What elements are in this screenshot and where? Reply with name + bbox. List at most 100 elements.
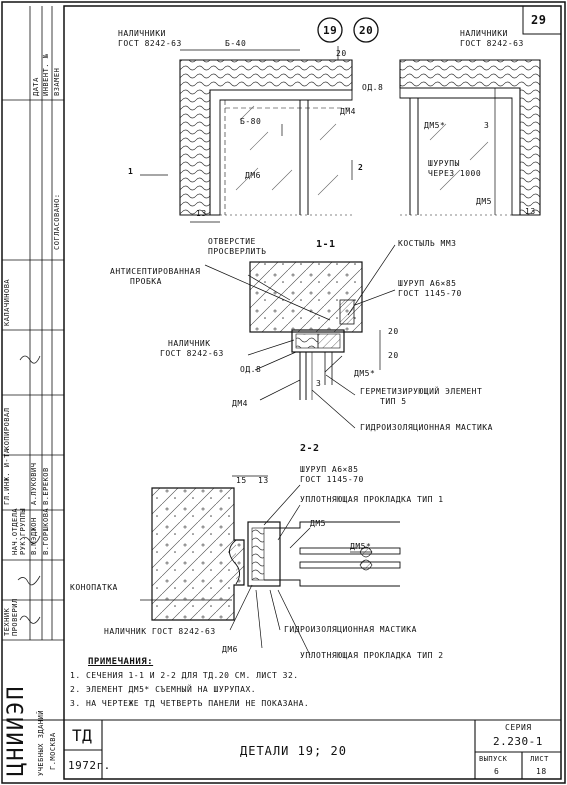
plan-right-frame — [399, 59, 541, 216]
dim-15-s2: 15 — [236, 476, 247, 485]
tb-issue-label: ВЫПУСК — [479, 755, 508, 763]
signature-marks — [17, 355, 41, 624]
section-1-1-wall — [249, 261, 363, 400]
strip-role-5: ТЕХНИК — [3, 607, 11, 636]
cut-mark-2: 2 — [358, 163, 364, 172]
label-dm4-s1: ДМ4 — [232, 399, 248, 408]
label-dm5s-s1: ДМ5* — [354, 369, 376, 378]
label-seal-elem-2: ТИП 5 — [380, 397, 407, 406]
label-trim-s2: НАЛИЧНИК ГОСТ 8242-63 — [104, 627, 216, 636]
dim-13-right: 13 — [525, 207, 536, 216]
tb-sheet-label: ЛИСТ — [530, 755, 549, 763]
label-dm6-s2: ДМ6 — [222, 645, 238, 654]
tb-series: 2.230-1 — [493, 735, 543, 748]
dim-b80: Б-80 — [240, 117, 262, 126]
trim-label-right: НАЛИЧНИКИ — [460, 29, 508, 38]
org-sub2: Г.МОСКВА — [49, 732, 57, 770]
detail-marker-19: 19 — [323, 24, 338, 37]
dim-20a-s1: 20 — [388, 327, 399, 336]
strip-name-3: В.ГОРШКОВА — [42, 507, 50, 555]
label-gasket2-s2: УПЛОТНЯЮЩАЯ ПРОКЛАДКА ТИП 2 — [300, 651, 444, 660]
dim-3-s1: 3 — [316, 379, 322, 388]
plan-left-dims — [140, 46, 353, 223]
section-1-1-title: 1-1 — [316, 239, 336, 250]
strip-role-3: НАЧ.ОТДЕЛА — [11, 507, 19, 555]
label-od8-plan: ОД.8 — [362, 83, 384, 92]
section-2-2-title: 2-2 — [300, 443, 320, 454]
left-strip-grid — [2, 6, 64, 641]
label-trim-s1: НАЛИЧНИК — [168, 339, 211, 348]
label-hole-1: ОТВЕРСТИЕ — [208, 237, 256, 246]
label-trim-gost-s1: ГОСТ 8242-63 — [160, 349, 224, 358]
label-dm4-plan: ДМ4 — [340, 107, 356, 116]
detail-circle-19 — [317, 17, 343, 43]
tb-sheet: 18 — [536, 767, 547, 776]
dim-13-left: 13 — [196, 209, 207, 218]
dim-3-plan: 3 — [484, 121, 490, 130]
label-crutch: КОСТЫЛЬ ММ3 — [398, 239, 457, 248]
section-2-2-leaders — [140, 475, 372, 656]
plan-left-frame — [179, 59, 353, 216]
trim-label-left: НАЛИЧНИКИ — [118, 29, 166, 38]
label-screw-gost-s2: ГОСТ 1145-70 — [300, 475, 364, 484]
note-line-2: 2. ЭЛЕМЕНТ ДМ5* СЪЕМНЫЙ НА ШУРУПАХ. — [70, 685, 257, 694]
dim-20b-s1: 20 — [388, 351, 399, 360]
dim-b40: Б-40 — [225, 39, 247, 48]
strip-name-2: В.МЭДЖОН — [30, 517, 38, 555]
label-screws: ШУРУПЫ — [428, 159, 460, 168]
section-1-1-leaders — [204, 244, 396, 429]
strip-role-1: КОПИРОВАЛ — [3, 407, 11, 450]
label-gasket1-s2: УПЛОТНЯЮЩАЯ ПРОКЛАДКА ТИП 1 — [300, 495, 444, 504]
label-mastic-s1: ГИДРОИЗОЛЯЦИОННАЯ МАСТИКА — [360, 423, 493, 432]
label-seal-elem-1: ГЕРМЕТИЗИРУЮЩИЙ ЭЛЕМЕНТ — [360, 387, 483, 396]
org-sub1: УЧЕБНЫХ ЗДАНИЙ — [37, 709, 45, 776]
strip-role-4: РУК.ГРУППЫ — [19, 507, 27, 555]
label-dm6-plan: ДМ6 — [245, 171, 261, 180]
tb-issue: 6 — [494, 767, 500, 776]
strip-date: ДАТА — [32, 77, 40, 96]
label-mastic-s2: ГИДРОИЗОЛЯЦИОННАЯ МАСТИКА — [284, 625, 417, 634]
strip-agreed: СОГЛАСОВАНО: — [53, 193, 61, 250]
label-dm5s-s2: ДМ5* — [350, 542, 372, 551]
label-screw-s2: ШУРУП А6×85 — [300, 465, 359, 474]
note-line-1: 1. СЕЧЕНИЯ 1-1 И 2-2 ДЛЯ ТД.20 СМ. ЛИСТ … — [70, 671, 299, 680]
label-caulk-s2: КОНОПАТКА — [70, 583, 118, 592]
notes-heading: ПРИМЕЧАНИЯ: — [88, 657, 154, 667]
strip-role-0: КАЛАЧИНОВА — [3, 278, 11, 326]
strip-role-6: ПРОВЕРИЛ — [11, 598, 19, 636]
label-dm5s-plan: ДМ5* — [424, 121, 446, 130]
tb-year: 1972г. — [68, 759, 111, 772]
trim-gost-left: ГОСТ 8242-63 — [118, 39, 182, 48]
tb-series-label: СЕРИЯ — [505, 723, 532, 732]
label-screw-1: ШУРУП А6×85 — [398, 279, 457, 288]
label-plug-2: ПРОБКА — [130, 277, 162, 286]
strip-role-2: ГЛ.ИНЖ. И-ТА — [3, 448, 11, 505]
label-od8-s1: ОД.8 — [240, 365, 262, 374]
detail-circle-20 — [353, 17, 379, 43]
strip-inv-no: ИНВЕНТ. № — [42, 53, 50, 96]
label-screw-gost-1: ГОСТ 1145-70 — [398, 289, 462, 298]
label-dm5-s2: ДМ5 — [310, 519, 326, 528]
sheet-number-box — [522, 5, 562, 35]
drawing-frame — [63, 5, 562, 780]
strip-name-1: В.ЕРЕКОВ — [42, 467, 50, 505]
title-block-grid — [2, 719, 561, 779]
tb-code: ТД — [72, 726, 93, 745]
trim-gost-right: ГОСТ 8242-63 — [460, 39, 524, 48]
cut-mark-1: 1 — [128, 167, 134, 176]
section-2-2-wall — [151, 487, 401, 621]
label-screws-step: ЧЕРЕЗ 1000 — [428, 169, 482, 178]
label-dm5-plan: ДМ5 — [476, 197, 492, 206]
dim-20-top: 20 — [336, 49, 347, 58]
note-line-3: 3. НА ЧЕРТЕЖЕ ТД ЧЕТВЕРТЬ ПАНЕЛИ НЕ ПОКА… — [70, 699, 310, 708]
strip-name-0: А.ЛУКОВИЧ — [30, 462, 38, 505]
strip-replaces: ВЗАМЕН — [53, 67, 61, 96]
detail-marker-20: 20 — [359, 24, 374, 37]
org-name: ЦНИИЭП — [4, 684, 29, 776]
label-plug-1: АНТИСЕПТИРОВАННАЯ — [110, 267, 201, 276]
label-hole-2: ПРОСВЕРЛИТЬ — [208, 247, 267, 256]
tb-title: ДЕТАЛИ 19; 20 — [240, 744, 347, 758]
sheet-number: 29 — [531, 13, 547, 27]
